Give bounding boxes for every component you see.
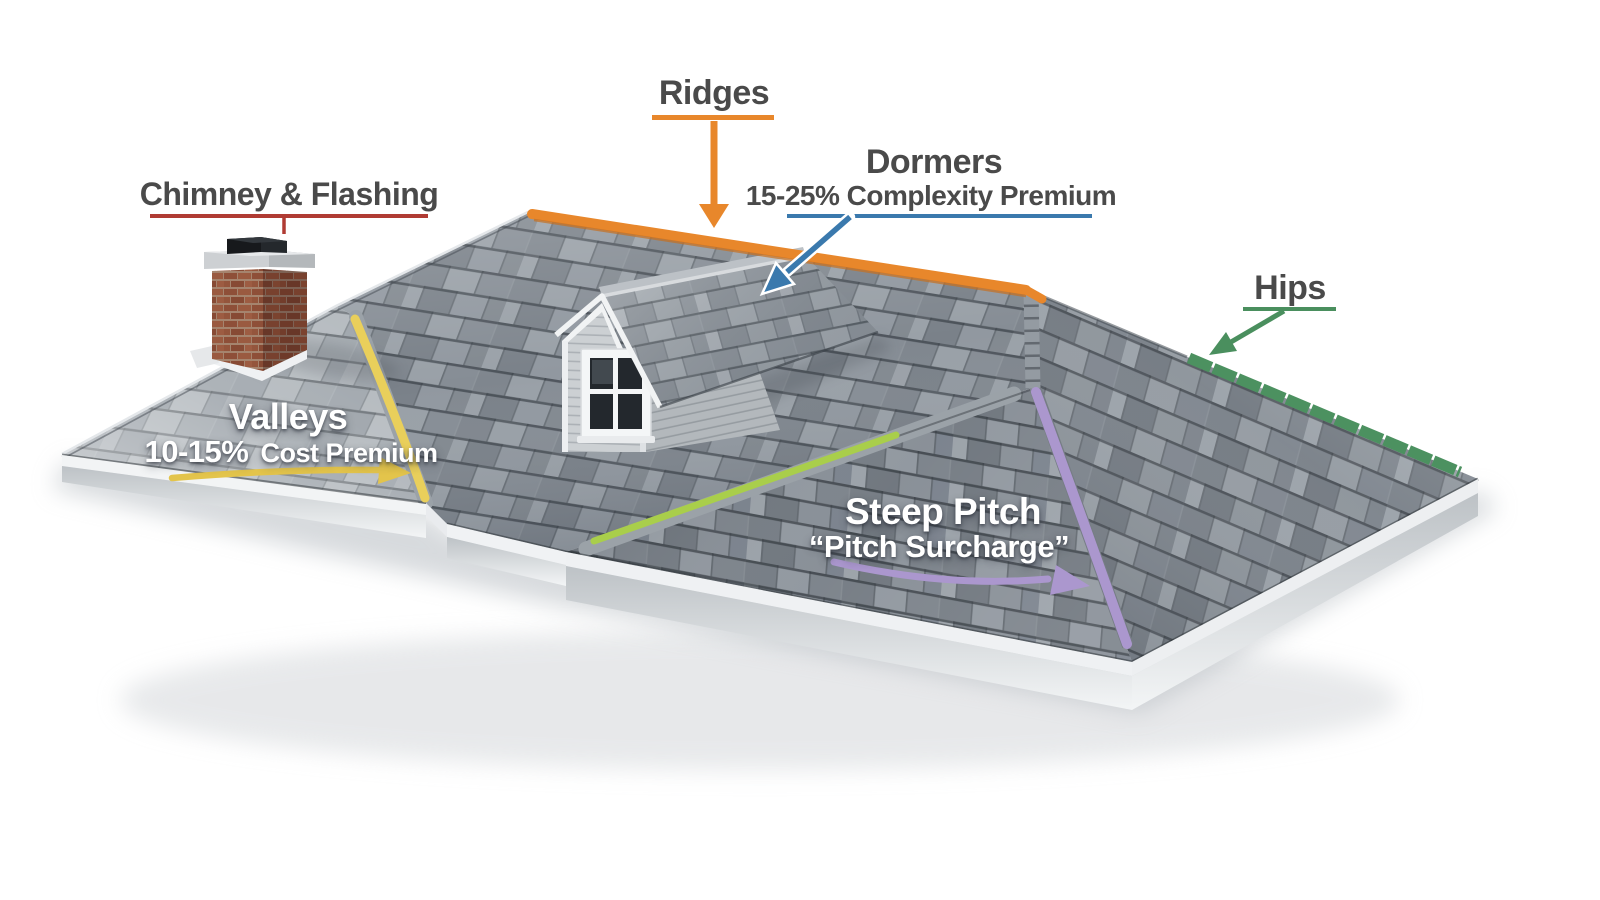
fascia-and-walls	[62, 455, 1478, 710]
dormer-window-sill	[577, 436, 655, 443]
right-eave-wall	[1132, 493, 1478, 710]
ridge-highlight-line	[527, 209, 1031, 295]
valleys-highlight-line-left	[350, 314, 430, 503]
rake-edge-shadow	[63, 215, 530, 459]
steep-pitch-premium-text: “Pitch Surcharge”	[808, 529, 1070, 564]
left-eave-fascia	[62, 455, 426, 515]
rake-edge-highlight	[61, 210, 529, 456]
dormer-cheek-wall	[646, 362, 780, 452]
steep-pitch-highlight-line	[1031, 387, 1132, 649]
chimney-brick-front	[212, 269, 263, 371]
dormer-window-muntin-h	[590, 389, 642, 394]
steep-pitch-shading	[566, 388, 1132, 662]
ridges-arrow	[699, 121, 729, 228]
steep-pitch-label-text: Steep Pitch	[845, 491, 1042, 532]
notch-eave-wall	[447, 537, 566, 586]
ridge-highlight-end	[1021, 285, 1047, 304]
notch-eave-fascia	[447, 524, 566, 565]
chimney-flashing	[205, 347, 307, 381]
dormers-label-text: Dormers	[865, 143, 1003, 181]
steep-pitch-arrow-head	[1050, 565, 1090, 595]
chimney-vent-top	[227, 237, 287, 243]
right-wing-roof-plane	[1030, 291, 1478, 662]
left-eave-wall	[62, 466, 426, 538]
chimney-flashing-label-text: Chimney & Flashing	[139, 176, 439, 212]
dormers-premium-label: 15-25% Complexity Premium	[745, 180, 1117, 211]
steep-pitch-premium-label: “Pitch Surcharge”	[808, 529, 1070, 564]
feature-highlights	[350, 209, 1463, 649]
chimney-flashing-label: Chimney & Flashing	[140, 178, 439, 210]
ridges-label: Ridges	[658, 74, 770, 112]
front-eave-fascia	[566, 552, 1132, 676]
valleys-premium-value: 10-15%	[144, 434, 249, 469]
right-wing-shading	[1030, 291, 1478, 662]
label-underlines	[150, 115, 1336, 311]
chimney-flashing-apron	[190, 346, 219, 368]
dormer-ridge-cap	[601, 254, 807, 298]
valleys-arrow-shaft	[168, 466, 383, 482]
dormers-premium-text: 15-25% Complexity Premium	[745, 180, 1117, 211]
steep-pitch-roof-plane	[566, 388, 1132, 662]
hips-label: Hips	[1254, 271, 1326, 305]
valleys-arrow	[168, 457, 411, 484]
dormer-eave-shadow	[659, 330, 879, 409]
hips-arrow-head	[1209, 332, 1237, 355]
dormer	[554, 247, 892, 452]
valleys-label-text: Valleys	[228, 396, 348, 437]
dormers-label: Dormers	[865, 143, 1003, 181]
valleys-arrow-head	[378, 457, 411, 484]
valleys-highlight-line-center	[590, 431, 900, 545]
dormer-corner-board-left	[562, 341, 568, 452]
hip-edge-upper	[1029, 289, 1188, 359]
dormers-arrow	[759, 211, 856, 297]
dormer-roof-shading	[602, 256, 878, 407]
dormer-window-reflection	[592, 360, 614, 384]
hip-cap-band	[1023, 291, 1041, 389]
dormers-arrow-shaft	[785, 214, 852, 275]
chimney	[190, 237, 399, 381]
hips-arrow	[1209, 308, 1286, 355]
dormer-roof-left-slope	[599, 247, 806, 296]
front-eave-wall	[566, 566, 1132, 710]
steep-pitch-label: Steep Pitch	[845, 491, 1042, 532]
hips-highlight-line	[1186, 352, 1463, 478]
ridges-label-text: Ridges	[658, 74, 770, 112]
chimney-brick-side	[263, 269, 307, 371]
dormer-gable-trim	[562, 303, 646, 403]
valleys-label: Valleys	[229, 399, 348, 435]
steep-pitch-arrow	[830, 558, 1090, 595]
hips-arrow-shaft	[1229, 308, 1286, 345]
dormer-window	[577, 348, 655, 443]
hips-label-text: Hips	[1254, 269, 1326, 307]
notch-step-fascia	[426, 503, 447, 537]
ridge-highlight-edge	[533, 218, 1027, 298]
right-eave-fascia	[1132, 479, 1478, 676]
steep-pitch-arrow-shaft	[830, 558, 1052, 585]
ridges-arrow-head	[699, 204, 729, 228]
dormer-rake-fascia	[554, 293, 663, 409]
valleys-premium-text: Cost Premium	[260, 438, 438, 468]
annotation-arrows	[168, 121, 1286, 595]
valleys-premium-label: 10-15% Cost Premium	[144, 434, 438, 469]
dormers-arrow-head	[759, 260, 797, 297]
